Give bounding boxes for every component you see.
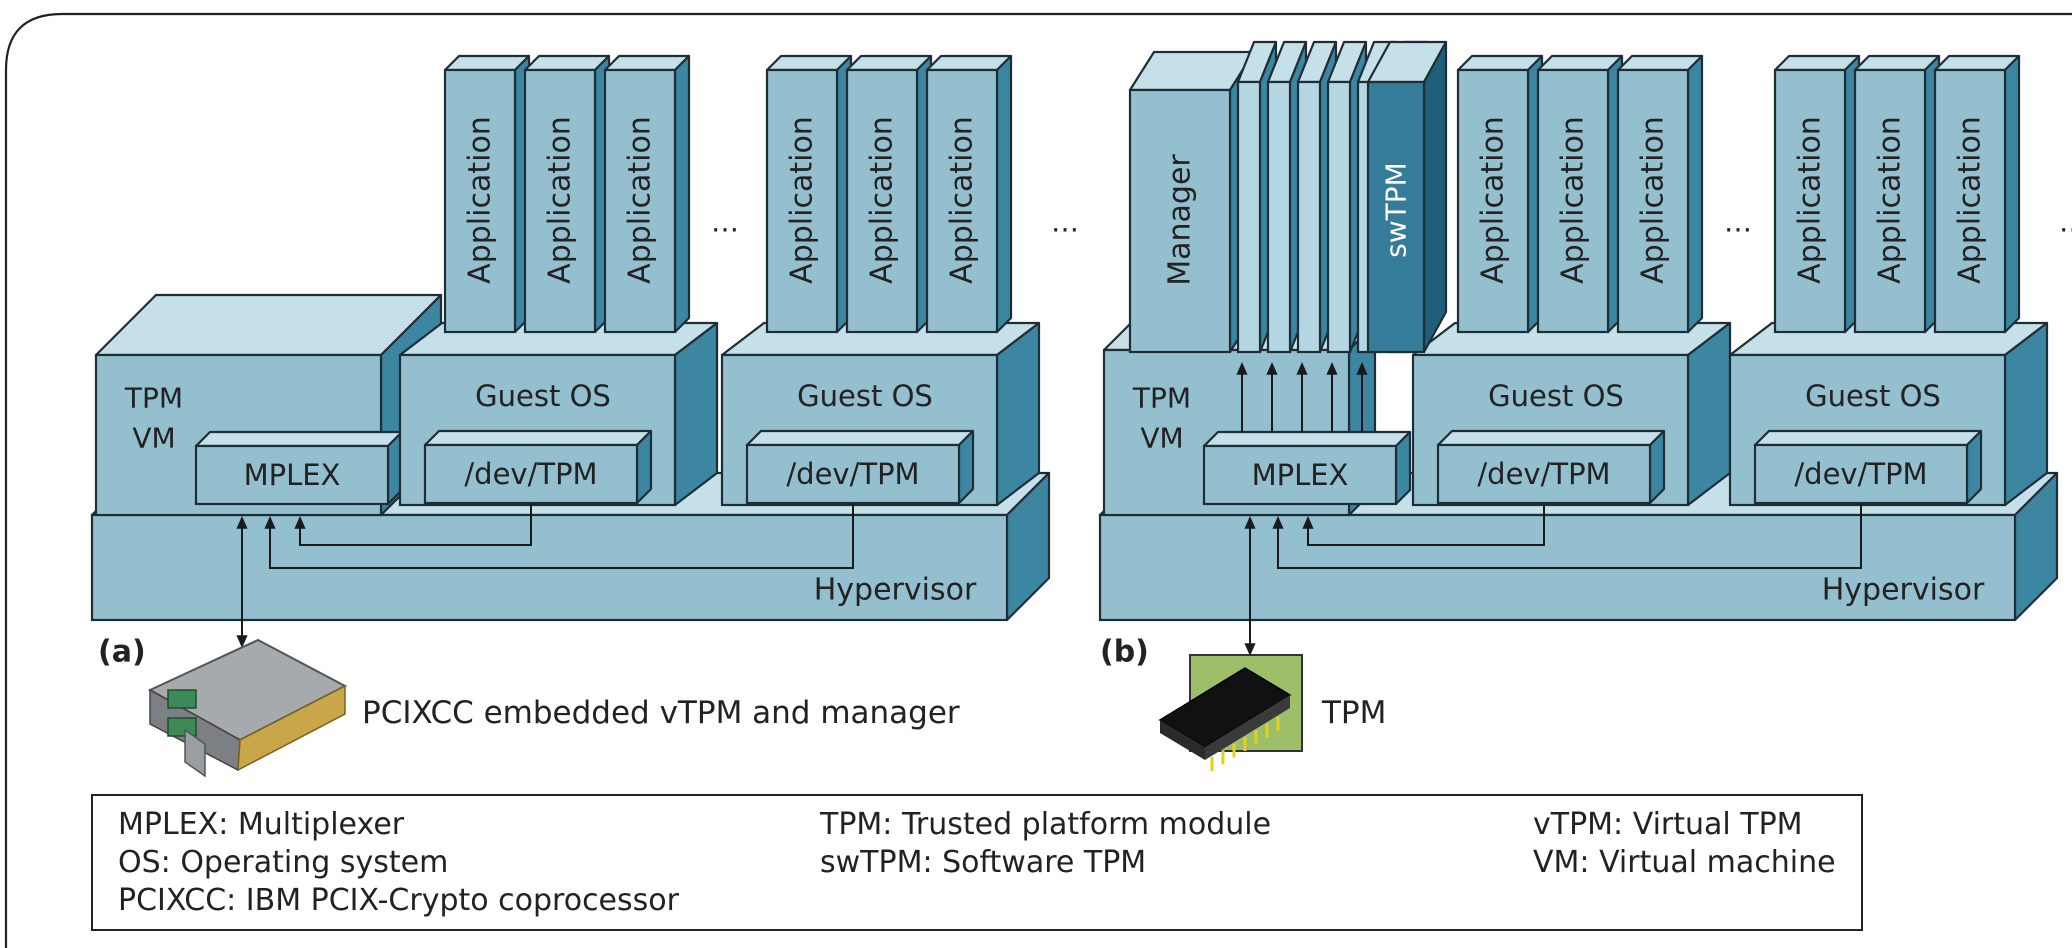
legend-term: OS: — [118, 845, 180, 880]
tpm-chip-icon — [1158, 654, 1303, 771]
application-box — [1616, 54, 1704, 334]
legend-entry: MPLEX: Multiplexer — [118, 807, 405, 842]
legend-definition: Virtual TPM — [1633, 807, 1803, 842]
connector-guest-2 — [1277, 503, 1862, 569]
panel-a-device-caption: PCIXCC embedded vTPM and manager — [362, 695, 960, 731]
connector-guest-1 — [1307, 503, 1545, 546]
legend-definition: Virtual machine — [1599, 845, 1835, 880]
legend-definition: Operating system — [180, 845, 448, 880]
dev-tpm-label-2: /dev/TPM — [1794, 457, 1927, 491]
application-box — [765, 54, 853, 334]
dev-tpm-box-2 — [1753, 429, 1983, 505]
hypervisor-label: Hypervisor — [1822, 573, 1985, 608]
panel-b: Hypervisor TPM VM MPLEX Guest OS/dev/TPM Appl… — [1098, 40, 2072, 656]
legend-entry: TPM: Trusted platform module — [819, 807, 1271, 842]
legend-entry: VM: Virtual machine — [1533, 845, 1836, 880]
application-label: Application — [1793, 116, 1828, 284]
mplex-box — [1202, 430, 1412, 506]
legend-definition: Multiplexer — [238, 807, 405, 842]
dev-tpm-box-2 — [745, 429, 975, 505]
arrowhead — [236, 516, 248, 529]
guest-os-label-1: Guest OS — [1488, 379, 1624, 413]
guest-os-label-2: Guest OS — [797, 379, 933, 413]
application-box — [1933, 54, 2021, 334]
guest-os-label-1: Guest OS — [475, 379, 611, 413]
hypervisor-label: Hypervisor — [814, 573, 977, 608]
ellipsis-between-guests: … — [1724, 206, 1752, 239]
connector-guest-1 — [299, 503, 532, 546]
panel-b-device-caption: TPM — [1321, 695, 1386, 731]
panel-b-tag: (b) — [1100, 635, 1149, 670]
application-label: Application — [1953, 116, 1988, 284]
application-label: Application — [865, 116, 900, 284]
manager-label: Manager — [1163, 154, 1198, 286]
legend-entry: swTPM: Software TPM — [820, 845, 1146, 880]
legend-term: MPLEX: — [118, 807, 238, 842]
mplex-label: MPLEX — [1252, 458, 1349, 492]
mplex-box — [194, 430, 404, 506]
legend-entry: OS: Operating system — [118, 845, 448, 880]
legend-entry: vTPM: Virtual TPM — [1533, 807, 1803, 842]
arrowhead — [1266, 362, 1278, 375]
dev-tpm-label-1: /dev/TPM — [1477, 457, 1610, 491]
legend-term: PCIXCC: — [118, 883, 246, 918]
application-label: Application — [1476, 116, 1511, 284]
application-label: Application — [463, 116, 498, 284]
dev-tpm-label-1: /dev/TPM — [464, 457, 597, 491]
ellipsis-between-guests: … — [711, 206, 739, 239]
legend-entry: PCIXCC: IBM PCIX-Crypto coprocessor — [118, 883, 680, 918]
legend-term: TPM: — [819, 807, 902, 842]
arrowhead — [1272, 516, 1284, 529]
legend-definition: Trusted platform module — [901, 807, 1271, 842]
swtpm-label: swTPM — [1380, 162, 1413, 258]
swtpm-box — [1366, 40, 1448, 354]
legend-term: vTPM: — [1533, 807, 1633, 842]
ellipsis-after-guests: … — [2059, 206, 2072, 239]
application-box — [925, 54, 1013, 334]
application-box — [603, 54, 691, 334]
application-box — [443, 54, 531, 334]
legend-term: VM: — [1533, 845, 1599, 880]
dev-tpm-box-1 — [423, 429, 653, 505]
application-label: Application — [1556, 116, 1591, 284]
panel-a-tag: (a) — [98, 635, 146, 670]
arrowhead — [294, 516, 306, 529]
tpm-vm-label-line2: VM — [132, 422, 175, 455]
panel-a: Hypervisor TPM VM MPLEX Guest OS/dev/TPM Appl… — [90, 54, 1079, 648]
legend-definition: Software TPM — [942, 845, 1146, 880]
figure-frame — [4, 12, 2072, 948]
arrowhead — [1236, 362, 1248, 375]
dev-tpm-box-1 — [1436, 429, 1666, 505]
arrowhead — [1302, 516, 1314, 529]
arrowhead — [1244, 516, 1256, 529]
tpm-vm-label-line1: TPM — [1132, 382, 1191, 415]
arrowhead — [264, 516, 276, 529]
manager-box — [1128, 50, 1256, 354]
dev-tpm-label-2: /dev/TPM — [786, 457, 919, 491]
application-label: Application — [785, 116, 820, 284]
application-label: Application — [623, 116, 658, 284]
ellipsis-after-guests: … — [1051, 206, 1079, 239]
application-label: Application — [543, 116, 578, 284]
pci-card-icon — [147, 638, 348, 778]
tpm-vm-label-line1: TPM — [124, 382, 183, 415]
application-label: Application — [945, 116, 980, 284]
arrowhead — [1326, 362, 1338, 375]
legend-definition: IBM PCIX-Crypto coprocessor — [246, 883, 680, 918]
arrowhead — [236, 635, 248, 648]
guest-os-label-2: Guest OS — [1805, 379, 1941, 413]
application-label: Application — [1636, 116, 1671, 284]
application-label: Application — [1873, 116, 1908, 284]
arrowhead — [1296, 362, 1308, 375]
arrowhead — [1244, 643, 1256, 656]
tpm-vm-label-line2: VM — [1140, 422, 1183, 455]
mplex-label: MPLEX — [244, 458, 341, 492]
application-box — [1773, 54, 1861, 334]
connector-guest-2 — [269, 503, 854, 569]
legend-term: swTPM: — [820, 845, 942, 880]
arrowhead — [1356, 362, 1368, 375]
